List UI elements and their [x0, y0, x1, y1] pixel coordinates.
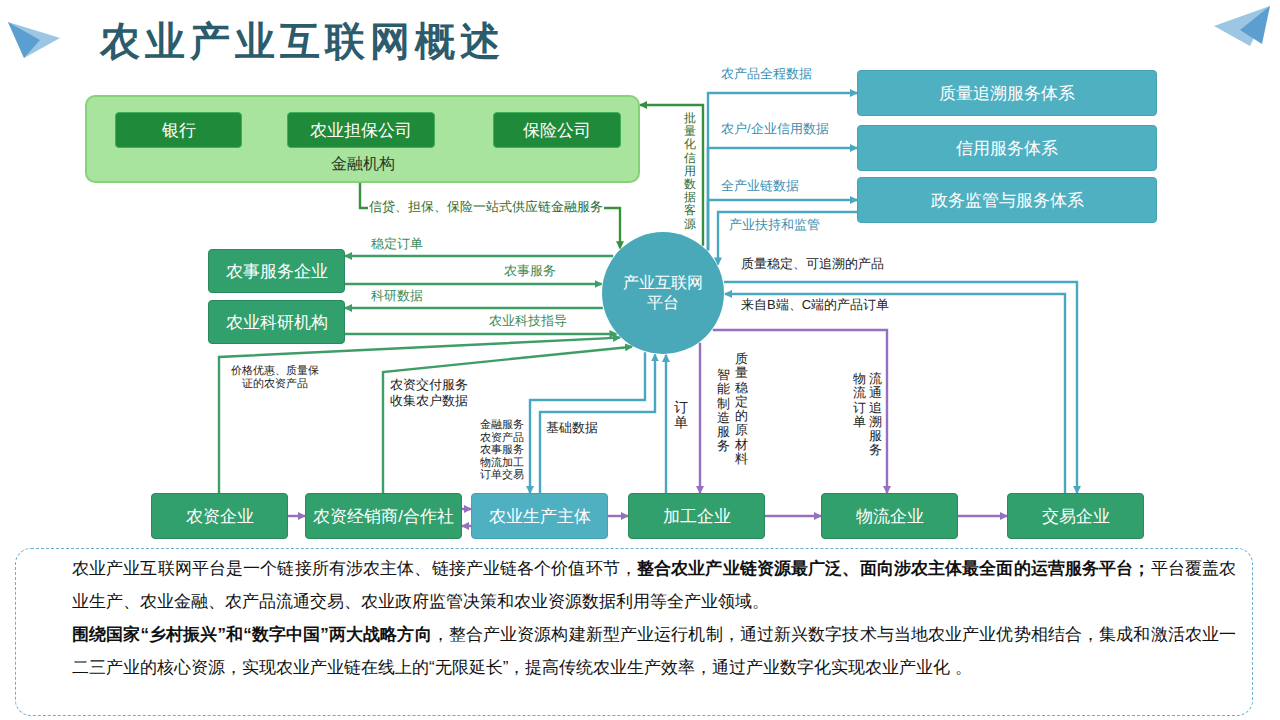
- group-panel: 金融机构 银行 农业担保公司 保险公司: [85, 95, 640, 183]
- connector: [725, 294, 1065, 493]
- edge-label: 全产业链数据: [720, 178, 800, 194]
- connector: [462, 525, 471, 527]
- connector: [640, 105, 703, 246]
- connector: [540, 354, 655, 493]
- node-text: 农业生产主体: [489, 505, 591, 528]
- edge-label: 基础数据: [545, 420, 599, 436]
- node-text: 农业科研机构: [226, 311, 328, 334]
- edge-label: 订单: [673, 400, 689, 431]
- edge-label: 质量稳定、可追溯的产品: [740, 256, 885, 272]
- corner-plane: [8, 22, 60, 58]
- node-text: 信用服务体系: [956, 137, 1058, 160]
- process-box: 农业科研机构: [208, 300, 345, 344]
- connector: [724, 282, 1077, 493]
- process-box: 信用服务体系: [857, 125, 1157, 171]
- connector: [765, 515, 821, 517]
- edge-label: 农户/企业信用数据: [720, 121, 830, 137]
- connector: [708, 93, 857, 250]
- connector: [462, 508, 471, 510]
- edge-label: 产业扶持和监管: [728, 217, 821, 233]
- process-box: 银行: [115, 112, 242, 148]
- edge-label: 价格优惠、质量保证的农资产品: [226, 364, 324, 390]
- node-text: 政务监管与服务体系: [931, 189, 1084, 212]
- summary-text: 农业产业互联网平台是一个链接所有涉农主体、链接产业链各个价值环节，: [72, 559, 637, 578]
- page-title: 农业产业互联网概述: [100, 14, 505, 69]
- process-box: 加工企业: [628, 493, 765, 539]
- connector: [345, 307, 603, 309]
- node-text: 产业互联网平台: [623, 273, 703, 313]
- process-box: 农事服务企业: [208, 249, 345, 293]
- circle-outline: [601, 231, 725, 355]
- process-box: 保险公司: [493, 112, 621, 148]
- edge-label: 农产品全程数据: [720, 66, 813, 82]
- process-box: 农业担保公司: [287, 112, 435, 148]
- connector: [288, 515, 305, 517]
- connector: [708, 148, 857, 250]
- corner-plane: [1240, 6, 1270, 44]
- summary-box: 农业产业互联网平台是一个链接所有涉农主体、链接产业链各个价值环节，整合农业产业链…: [15, 548, 1253, 716]
- edge-label: 农资交付服务 收集农户数据: [389, 377, 479, 408]
- edge-label: 稳定订单: [370, 236, 424, 252]
- connector: [713, 330, 887, 493]
- summary-paragraph: 农业产业互联网平台是一个链接所有涉农主体、链接产业链各个价值环节，整合农业产业链…: [72, 552, 1236, 618]
- process-box: 质量追溯服务体系: [857, 70, 1157, 116]
- connector: [345, 255, 613, 257]
- summary-text: 整合农业产业链资源最广泛、面向涉农主体最全面的运营服务平台；: [637, 559, 1150, 578]
- edge-label: 农业科技指导: [488, 313, 568, 329]
- vertical-label: 物流订单: [852, 372, 867, 429]
- node-text: 农业担保公司: [310, 119, 412, 142]
- process-box: 政务监管与服务体系: [857, 177, 1157, 223]
- node-text: 交易企业: [1042, 505, 1110, 528]
- circle-shape: [602, 232, 724, 354]
- node-text: 保险公司: [523, 119, 591, 142]
- corner-plane: [8, 22, 40, 58]
- connector: [345, 333, 616, 335]
- edge-label: 流通追溯服务: [868, 372, 883, 458]
- process-box: 农资经销商/合作社: [305, 493, 462, 539]
- node-text: 农事服务企业: [226, 260, 328, 283]
- node-text: 银行: [162, 119, 196, 142]
- connector: [708, 200, 857, 250]
- vertical-label: 智能制造服务: [716, 368, 731, 454]
- node-text: 金融机构: [87, 154, 638, 175]
- connector: [383, 347, 632, 493]
- process-box: 物流企业: [821, 493, 958, 539]
- edge-label: 质量稳定的原材料: [734, 352, 749, 466]
- process-box: 农资企业: [151, 493, 288, 539]
- node-text: 质量追溯服务体系: [939, 82, 1075, 105]
- connector: [608, 515, 628, 517]
- edge-label: 批量化信用数据客源: [683, 112, 697, 231]
- connector: [665, 355, 667, 493]
- connector: [699, 343, 701, 493]
- connector: [530, 352, 645, 493]
- node-text: 物流企业: [856, 505, 924, 528]
- edge-label: 信贷、担保、保险一站式供应链金融服务: [368, 199, 604, 215]
- summary-paragraph: 围绕国家“乡村振兴”和“数字中国”两大战略方向，整合产业资源构建新型产业运行机制…: [72, 618, 1236, 684]
- summary-text: 围绕国家“乡村振兴”和“数字中国”两大战略方向: [72, 625, 432, 644]
- connector: [345, 283, 602, 285]
- node-text: 加工企业: [663, 505, 731, 528]
- node-text: 农资经销商/合作社: [313, 505, 454, 528]
- process-box: 交易企业: [1007, 493, 1144, 539]
- connector: [219, 338, 620, 493]
- connector: [958, 515, 1007, 517]
- edge-label: 科研数据: [370, 288, 424, 304]
- edge-label: 金融服务 农资产品 农事服务 物流加工 订单交易: [476, 418, 528, 481]
- node-text: 农资企业: [186, 505, 254, 528]
- process-box: 农业生产主体: [471, 493, 608, 539]
- platform-circle: 产业互联网平台: [601, 231, 725, 355]
- edge-label: 来自B端、C端的产品订单: [740, 297, 890, 313]
- edge-label: 农事服务: [503, 263, 557, 279]
- corner-plane: [1214, 6, 1270, 46]
